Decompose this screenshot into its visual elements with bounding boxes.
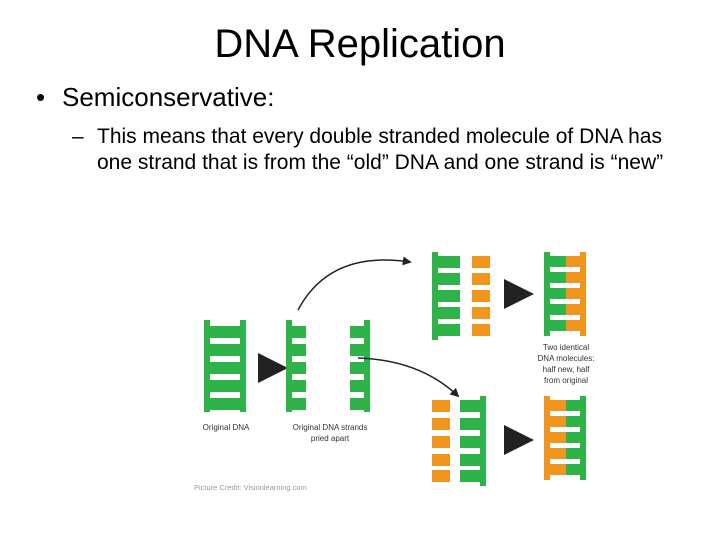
- picture-credit: Picture Credit: Visionlearning.com: [194, 483, 307, 492]
- bullet-text: Semiconservative:: [62, 82, 275, 112]
- curved-arrow-up-icon: [297, 256, 412, 311]
- sub-bullet-item: – This means that every double stranded …: [72, 124, 692, 176]
- bottom-replicating-strands: [432, 396, 486, 486]
- caption-pried-line2: pried apart: [311, 434, 350, 443]
- sub-bullet-text: This means that every double stranded mo…: [97, 125, 664, 174]
- caption-result-line2: DNA molecules:: [538, 354, 595, 363]
- bottom-daughter-molecule: [544, 396, 586, 480]
- top-daughter-molecule: [544, 252, 586, 336]
- pried-apart-strands: [286, 320, 370, 412]
- slide-title: DNA Replication: [214, 22, 506, 66]
- top-replicating-strands: [432, 252, 490, 340]
- curved-arrow-down-icon: [357, 357, 460, 398]
- caption-result-line4: from original: [544, 376, 588, 385]
- caption-result-line1: Two identical: [543, 343, 589, 352]
- caption-result-line3: half new, half: [543, 365, 590, 374]
- caption-pried-line1: Original DNA strands: [293, 423, 368, 432]
- original-dna-ladder: [204, 320, 246, 412]
- caption-original-dna: Original DNA: [203, 423, 250, 432]
- bullet-item: •Semiconservative:: [36, 82, 275, 112]
